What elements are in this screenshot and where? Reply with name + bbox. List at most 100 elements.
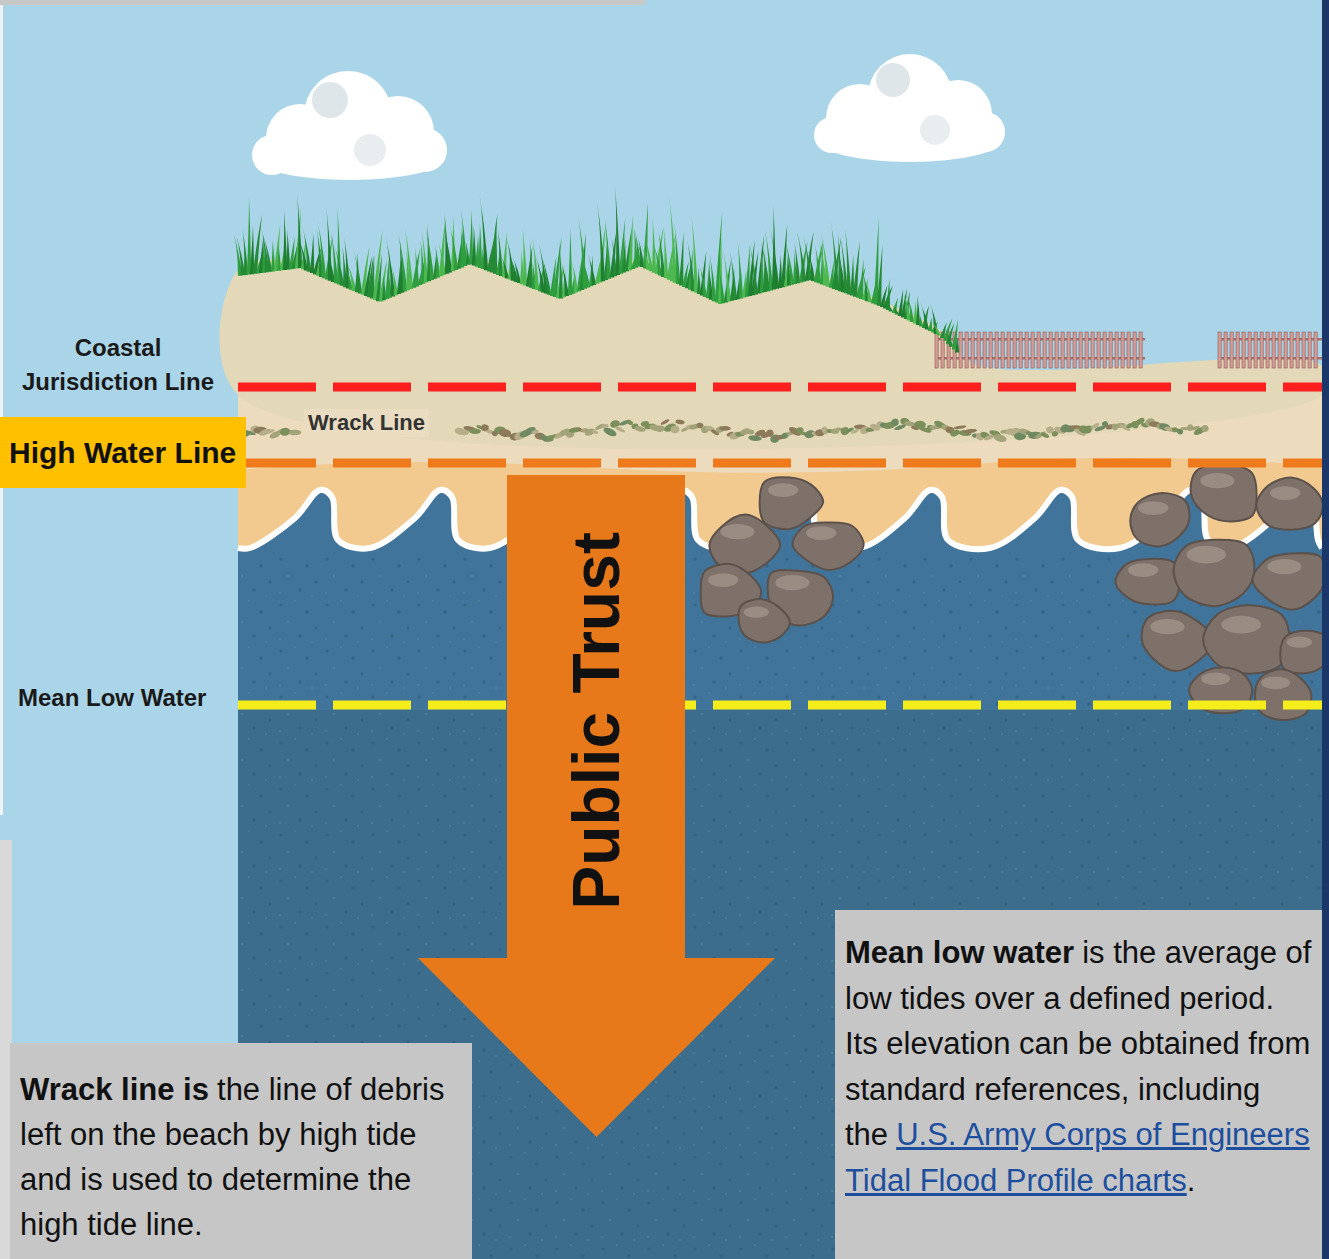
grass-blade (784, 238, 794, 285)
fence-rail (1218, 357, 1322, 360)
fence-picket (1043, 332, 1046, 368)
callout-link: U.S. Army Corps of Engineers Tidal Flood… (845, 1117, 1310, 1198)
trust-arrow: Public Trust (418, 475, 775, 1137)
grass-blade (346, 261, 356, 290)
grass-blade (652, 217, 656, 273)
fence-picket (1079, 332, 1082, 368)
grass-blade (845, 229, 851, 295)
fence-picket (1007, 332, 1010, 368)
fence-picket (1055, 332, 1058, 368)
grass-blade (449, 224, 458, 270)
rock (1256, 478, 1323, 530)
fence-picket (1242, 332, 1245, 368)
grass-blade (532, 237, 539, 290)
line-label: Wrack Line (304, 409, 429, 437)
grass-blade (415, 248, 419, 286)
fence-picket (1236, 332, 1239, 368)
info-callout: Wrack line isthe line of debris left on … (10, 1043, 472, 1259)
fence-picket (1001, 332, 1004, 368)
wrack-debris (591, 429, 598, 435)
page-edge (1322, 0, 1329, 1259)
grass-blade (615, 185, 620, 275)
grass-blade (398, 234, 407, 292)
rock-highlight (1287, 637, 1312, 648)
fence-picket (971, 332, 974, 368)
grass-blade (572, 261, 578, 293)
grass-blade (334, 245, 344, 286)
grass-blade (302, 226, 311, 271)
grass-blade (877, 244, 883, 305)
fence-picket (1302, 332, 1305, 368)
panel-edge (0, 0, 645, 5)
fence-picket (1013, 332, 1016, 368)
grass-blade (386, 236, 396, 296)
grass-blade (794, 242, 800, 283)
rock (760, 477, 823, 529)
wrack-debris (289, 430, 302, 436)
grass-blade (605, 218, 612, 279)
rock-highlight (1267, 559, 1301, 574)
fence-picket (1067, 332, 1070, 368)
rock-highlight (1150, 619, 1184, 634)
jurisdiction-line (238, 383, 1322, 392)
fence-picket (1061, 332, 1064, 368)
grass-blade (815, 245, 821, 284)
fence-picket (1085, 332, 1088, 368)
rock (1191, 464, 1257, 522)
grass-blade (493, 218, 497, 274)
fence-picket (1278, 332, 1281, 368)
fence-picket (1248, 332, 1251, 368)
grass-blade (469, 210, 473, 265)
grass-blade (771, 229, 780, 289)
rock (793, 522, 864, 570)
grass-blade (568, 228, 572, 295)
grass-blade (644, 236, 653, 271)
fence-picket (1290, 332, 1293, 368)
fence-picket (959, 332, 962, 368)
grass-blade (916, 295, 920, 325)
grass-blade (331, 230, 339, 284)
fence-picket (977, 332, 980, 368)
grass-blade (479, 193, 488, 270)
grass-blade (277, 243, 281, 270)
arrow-text: Public Trust (563, 532, 629, 910)
grass-blade (404, 224, 413, 289)
fence-picket (1224, 332, 1227, 368)
grass-blade (709, 253, 716, 301)
grass-blade (541, 255, 551, 295)
grass-blade (757, 235, 764, 294)
rock-highlight (708, 573, 739, 587)
fence-rail (1218, 338, 1322, 341)
fence-picket (989, 332, 992, 368)
rock-highlight (1201, 672, 1230, 685)
grass-blade (317, 219, 326, 278)
grass-blade (247, 196, 251, 274)
fence-picket (1025, 332, 1028, 368)
rock-highlight (1270, 486, 1301, 500)
wrack-debris (614, 425, 626, 433)
grass-blade (931, 321, 941, 336)
wrack-debris (1200, 424, 1209, 433)
grass-blade (920, 302, 929, 330)
grass-blade (699, 263, 707, 297)
wrack-debris (670, 425, 680, 434)
grass-blade (560, 260, 569, 296)
rock-highlight (1186, 546, 1226, 564)
grass-blade (765, 229, 773, 290)
rock (1130, 493, 1189, 546)
fence-picket (935, 332, 938, 368)
grass-blade (529, 241, 533, 288)
fence-picket (1031, 332, 1034, 368)
wrack-debris (469, 428, 481, 434)
wrack-debris (719, 426, 730, 431)
wrack-debris (675, 419, 685, 425)
callout-heading: Mean low water (845, 935, 1074, 970)
rock-highlight (768, 483, 799, 497)
grass-blade (820, 231, 830, 286)
grass-blade (928, 318, 932, 331)
fence-picket (1218, 332, 1221, 368)
fence-picket (983, 332, 986, 368)
high-water-line (238, 459, 1322, 468)
grass-blade (658, 229, 665, 276)
